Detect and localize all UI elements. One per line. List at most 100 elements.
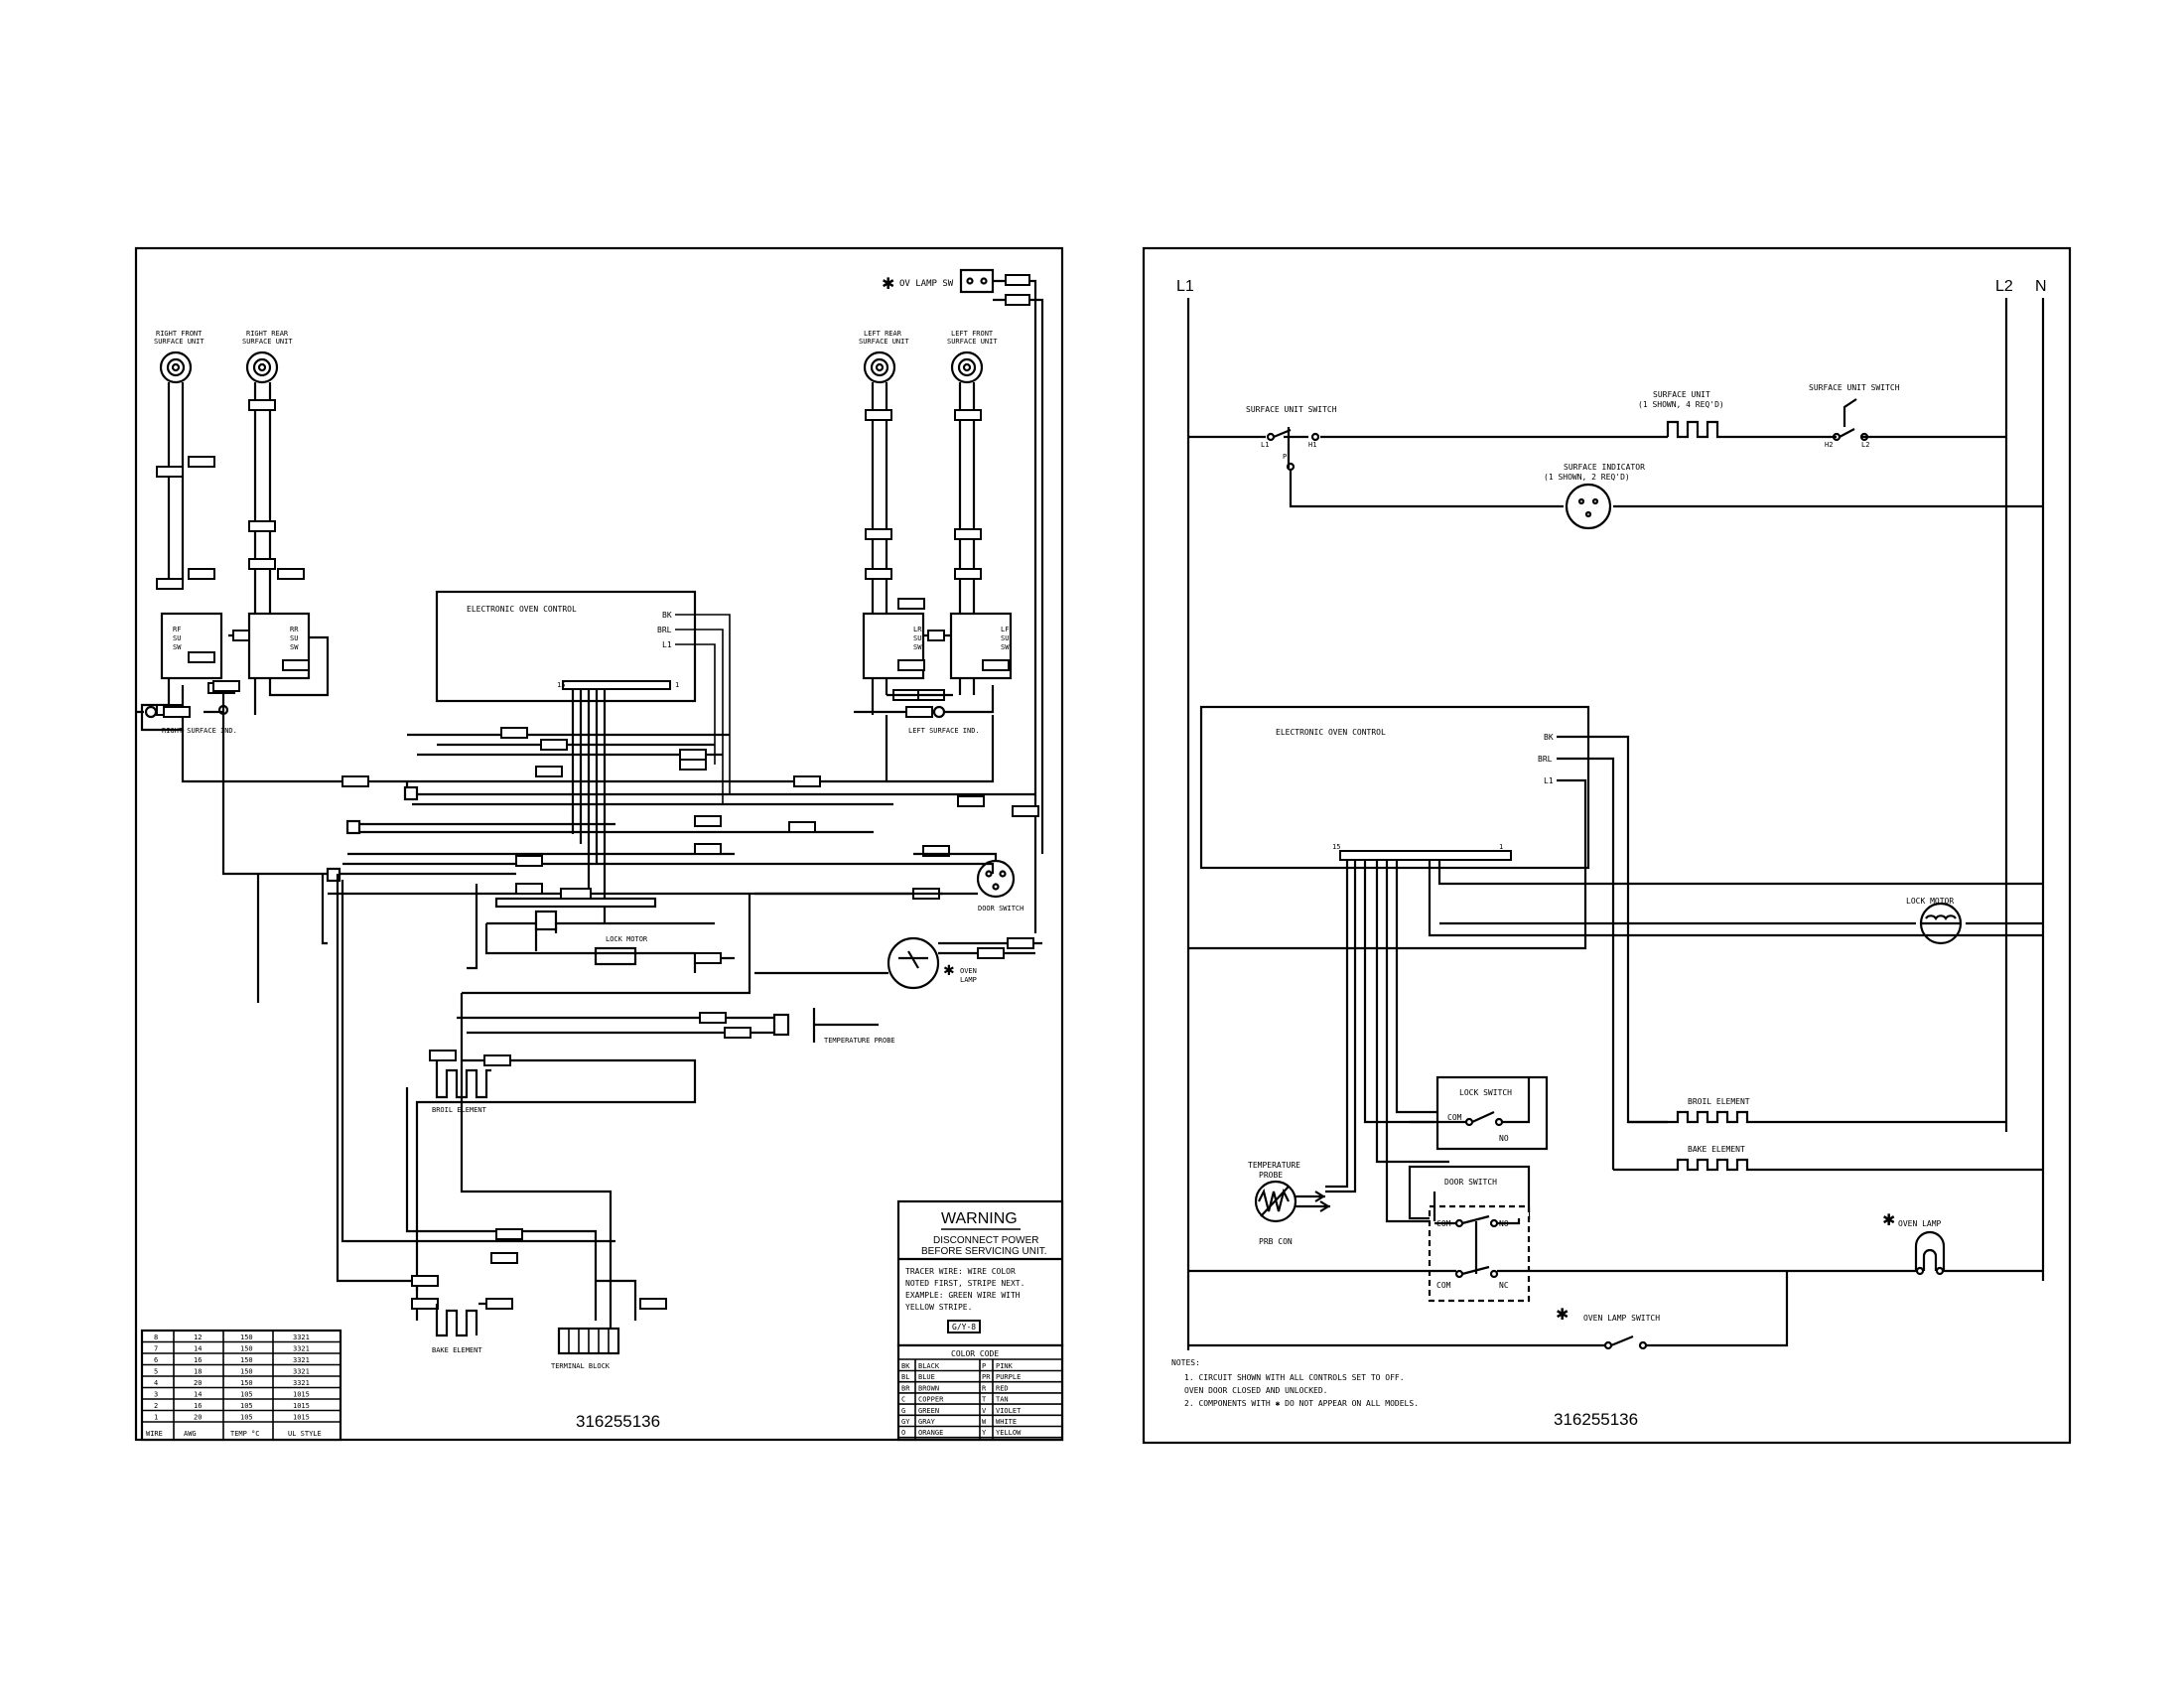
wire-table-cell: 3321 xyxy=(293,1333,310,1341)
svg-text:SURFACE UNIT: SURFACE UNIT xyxy=(154,338,205,346)
wire-table-header: WIRE xyxy=(146,1430,163,1438)
svg-text:NOTED FIRST, STRIPE NEXT.: NOTED FIRST, STRIPE NEXT. xyxy=(905,1279,1024,1288)
svg-text:BK: BK xyxy=(1544,733,1554,742)
svg-text:COM: COM xyxy=(1447,1113,1462,1122)
right-surface-indicator: RIGHT SURFACE IND. xyxy=(136,680,240,735)
left-oven-lamp: OVEN LAMP ✱ xyxy=(754,936,1042,990)
color-code-name: YELLOW xyxy=(996,1429,1022,1437)
wire-table-cell: 1015 xyxy=(293,1391,310,1399)
svg-text:LOCK SWITCH: LOCK SWITCH xyxy=(1459,1088,1512,1097)
right-bake-element: BAKE ELEMENT xyxy=(1613,1145,2043,1172)
color-code-name: TAN xyxy=(996,1396,1009,1404)
color-code-abbr: P xyxy=(982,1362,986,1370)
svg-text:P: P xyxy=(1283,453,1287,461)
svg-text:TRACER WIRE: WIRE COLOR: TRACER WIRE: WIRE COLOR xyxy=(905,1267,1016,1276)
svg-text:15: 15 xyxy=(557,681,565,689)
svg-text:15: 15 xyxy=(1332,843,1340,851)
svg-text:EXAMPLE: GREEN WIRE WITH: EXAMPLE: GREEN WIRE WITH xyxy=(905,1291,1021,1300)
wire-table-cell: 105 xyxy=(240,1414,253,1422)
svg-text:RF: RF xyxy=(173,626,181,633)
svg-text:LEFT REAR: LEFT REAR xyxy=(864,330,902,338)
svg-text:SURFACE UNIT: SURFACE UNIT xyxy=(947,338,998,346)
wire-table-cell: 3321 xyxy=(293,1356,310,1364)
svg-text:BK: BK xyxy=(662,611,672,620)
svg-text:WARNING: WARNING xyxy=(941,1210,1018,1227)
svg-text:DOOR SWITCH: DOOR SWITCH xyxy=(978,905,1024,912)
left-harness-wires xyxy=(181,689,1035,1003)
svg-text:SW: SW xyxy=(173,643,182,651)
right-oven-lamp: ✱ OVEN LAMP xyxy=(1787,1212,2043,1276)
right-rear-burner: RIGHT REAR SURFACE UNIT xyxy=(242,330,293,616)
color-code-name: COPPER xyxy=(918,1396,944,1404)
svg-text:COLOR CODE: COLOR CODE xyxy=(951,1349,999,1358)
wire-table-cell: 6 xyxy=(154,1356,158,1364)
svg-text:SURFACE INDICATOR: SURFACE INDICATOR xyxy=(1564,463,1645,472)
color-code-name: RED xyxy=(996,1384,1009,1392)
right-door-switch: DOOR SWITCH COM NO COM NC xyxy=(1188,1165,1787,1303)
asterisk-icon: ✱ xyxy=(1556,1307,1569,1324)
wire-table-cell: 20 xyxy=(194,1379,202,1387)
wire-table-cell: 12 xyxy=(194,1333,202,1341)
wire-table-header: AWG xyxy=(184,1430,197,1438)
surface-unit-circuit: SURFACE UNIT SWITCH L1 P H1 SURFACE UNIT… xyxy=(1188,383,2043,530)
svg-text:SURFACE UNIT: SURFACE UNIT xyxy=(859,338,909,346)
left-door-switch: DOOR SWITCH xyxy=(754,852,1024,912)
svg-text:SU: SU xyxy=(290,634,298,642)
svg-text:L2: L2 xyxy=(1861,441,1869,449)
left-terminal-block: TERMINAL BLOCK xyxy=(551,1327,620,1370)
left-part-number: 316255136 xyxy=(576,1412,660,1431)
color-code-abbr: BL xyxy=(901,1373,909,1381)
svg-text:RIGHT REAR: RIGHT REAR xyxy=(246,330,289,338)
svg-text:BROIL ELEMENT: BROIL ELEMENT xyxy=(432,1106,487,1114)
svg-text:PRB CON: PRB CON xyxy=(1259,1237,1293,1246)
svg-text:BAKE ELEMENT: BAKE ELEMENT xyxy=(432,1346,482,1354)
lock-motor: LOCK MOTOR xyxy=(1439,897,2043,945)
wire-table-cell: 150 xyxy=(240,1333,253,1341)
svg-text:TEMPERATURE PROBE: TEMPERATURE PROBE xyxy=(824,1037,895,1045)
color-code-abbr: Y xyxy=(982,1429,987,1437)
svg-text:G/Y-8: G/Y-8 xyxy=(952,1323,976,1332)
svg-text:1: 1 xyxy=(1499,843,1503,851)
svg-text:ELECTRONIC OVEN CONTROL: ELECTRONIC OVEN CONTROL xyxy=(1276,728,1386,737)
svg-text:SU: SU xyxy=(173,634,181,642)
svg-text:LEFT FRONT: LEFT FRONT xyxy=(951,330,994,338)
right-part-number: 316255136 xyxy=(1554,1410,1638,1429)
left-temperature-probe: TEMPERATURE PROBE xyxy=(457,1008,895,1045)
wire-table-cell: 20 xyxy=(194,1414,202,1422)
wire-table-cell: 3 xyxy=(154,1391,158,1399)
svg-text:SURFACE UNIT SWITCH: SURFACE UNIT SWITCH xyxy=(1809,383,1900,392)
wire-table-cell: 16 xyxy=(194,1402,202,1410)
color-code-abbr: V xyxy=(982,1407,987,1415)
svg-text:LEFT SURFACE IND.: LEFT SURFACE IND. xyxy=(908,727,980,735)
svg-text:BAKE ELEMENT: BAKE ELEMENT xyxy=(1688,1145,1745,1154)
wire-table-cell: 14 xyxy=(194,1391,202,1399)
asterisk-icon: ✱ xyxy=(1882,1212,1895,1229)
bottom-wires xyxy=(336,874,697,1331)
svg-text:(1 SHOWN, 4 REQ'D): (1 SHOWN, 4 REQ'D) xyxy=(1638,400,1724,409)
svg-text:NOTES:: NOTES: xyxy=(1171,1358,1200,1367)
svg-text:OVEN LAMP: OVEN LAMP xyxy=(1898,1219,1942,1228)
wire-table-header: TEMP °C xyxy=(230,1430,260,1438)
color-code-abbr: T xyxy=(982,1396,987,1404)
wire-table-cell: 3321 xyxy=(293,1368,310,1376)
wire-table-cell: 3321 xyxy=(293,1379,310,1387)
svg-text:RIGHT FRONT: RIGHT FRONT xyxy=(156,330,203,338)
svg-text:NC: NC xyxy=(1499,1281,1509,1290)
wire-table-cell: 4 xyxy=(154,1379,158,1387)
wire-table-cell: 1015 xyxy=(293,1402,310,1410)
color-code-name: PURPLE xyxy=(996,1373,1021,1381)
color-code-abbr: R xyxy=(982,1384,987,1392)
svg-text:SURFACE UNIT: SURFACE UNIT xyxy=(1653,390,1710,399)
oven-lamp-switch: ✱ OVEN LAMP SWITCH xyxy=(1188,1271,1789,1350)
wire-table-cell: 8 xyxy=(154,1333,158,1341)
left-bake-element: BAKE ELEMENT xyxy=(432,1302,486,1354)
color-code-name: BLUE xyxy=(918,1373,935,1381)
wire-table-cell: 150 xyxy=(240,1356,253,1364)
svg-text:(1 SHOWN, 2 REQ'D): (1 SHOWN, 2 REQ'D) xyxy=(1544,473,1630,482)
right-temperature-probe: TEMPERATURE PROBE PRB CON xyxy=(1248,1161,1331,1246)
svg-text:DOOR SWITCH: DOOR SWITCH xyxy=(1444,1178,1497,1187)
svg-text:SW: SW xyxy=(1001,643,1010,651)
